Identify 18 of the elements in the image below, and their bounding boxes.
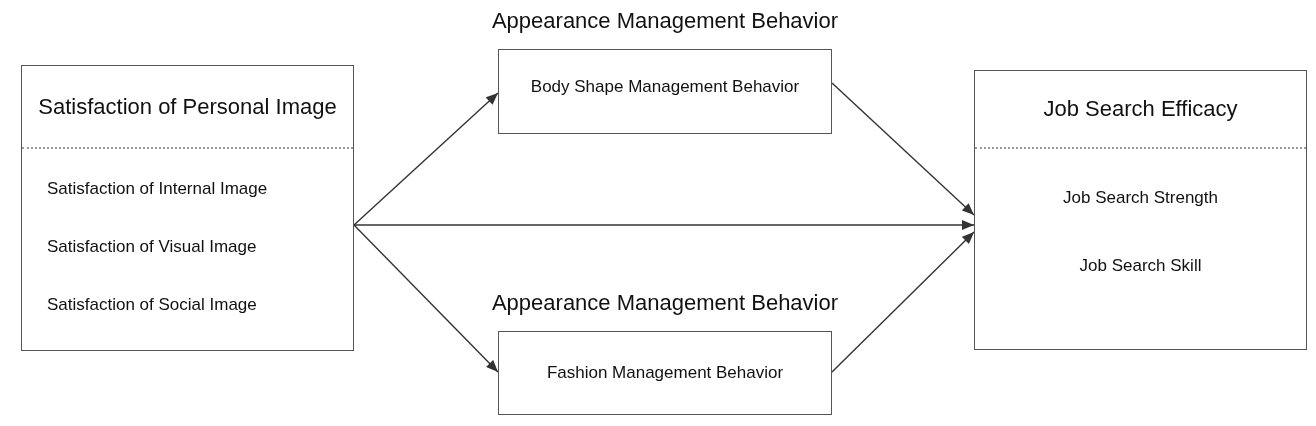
sub-factor-text: Satisfaction of Visual Image	[47, 237, 257, 257]
group-heading: Appearance Management Behavior	[491, 7, 839, 33]
arrow	[353, 220, 975, 230]
box-label: Fashion Management Behavior	[546, 363, 784, 383]
arrow	[831, 82, 975, 216]
sub-factor-text: Job Search Strength	[1063, 188, 1218, 208]
arrow	[831, 231, 975, 373]
sub-factor-text: Satisfaction of Internal Image	[47, 179, 268, 199]
sub-factor-text: Satisfaction of Social Image	[47, 295, 257, 315]
sub-factor-text: Job Search Skill	[1079, 256, 1202, 276]
construct-box	[974, 70, 1307, 350]
construct-heading: Satisfaction of Personal Image	[38, 93, 337, 120]
group-heading: Appearance Management Behavior	[491, 289, 839, 315]
construct-heading: Job Search Efficacy	[1043, 96, 1238, 122]
construct-box	[21, 65, 354, 351]
arrow	[353, 224, 499, 373]
box-label: Body Shape Management Behavior	[530, 76, 800, 97]
arrow	[353, 92, 499, 226]
